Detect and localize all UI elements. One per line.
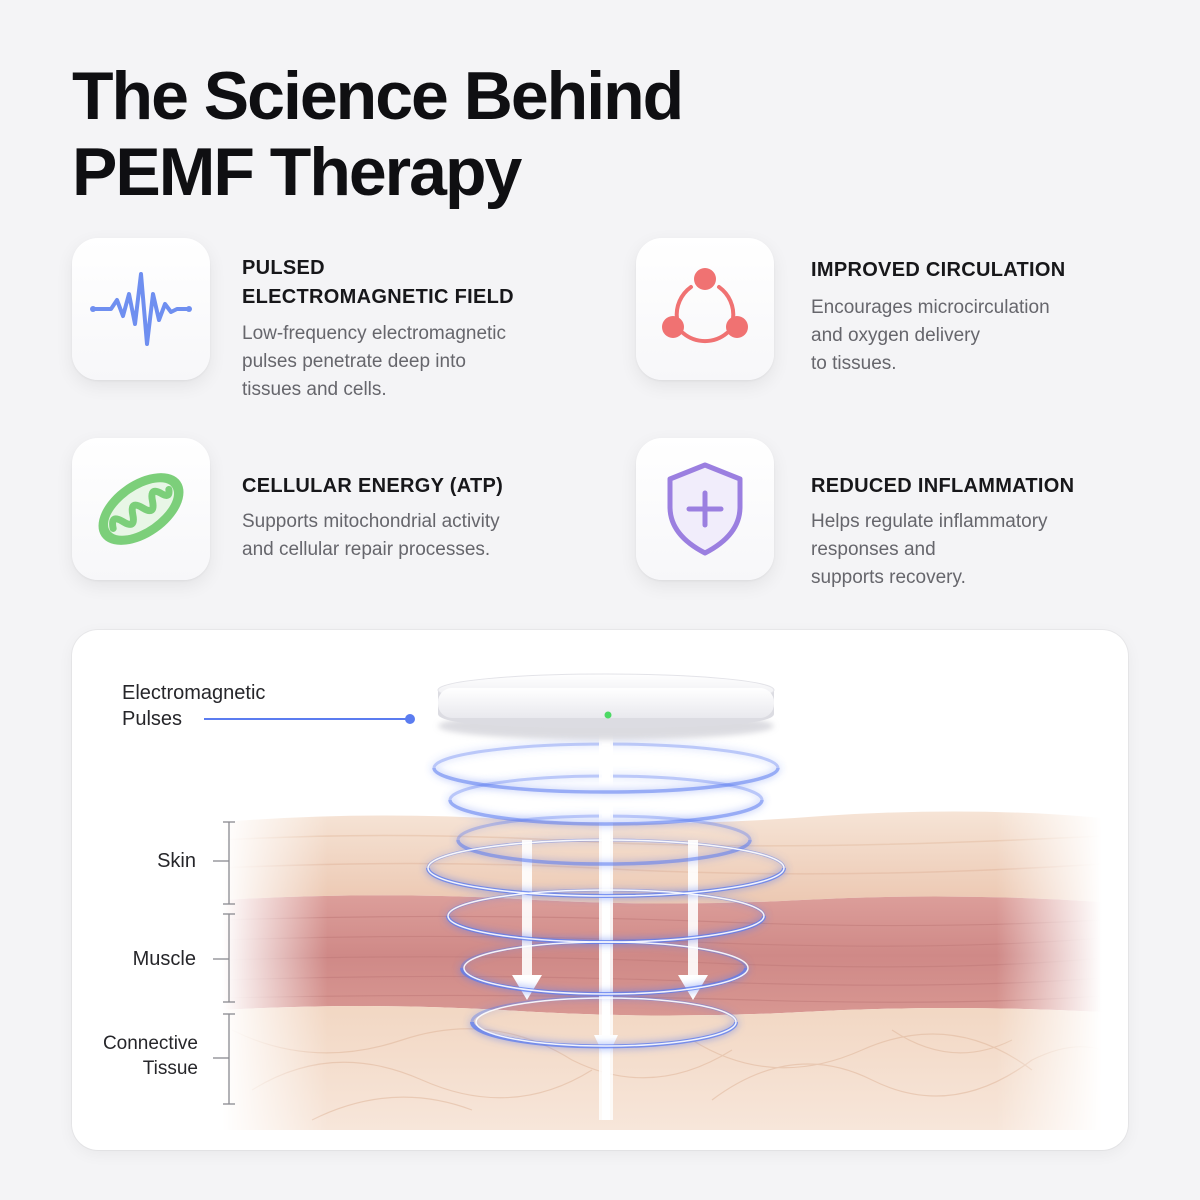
feature-icon-tile [636,438,774,580]
pulse-label-dot [405,714,415,724]
feature-icon-tile [636,238,774,380]
feature-title-line: IMPROVED CIRCULATION [811,259,1066,281]
feature-description-line: and oxygen delivery [811,325,980,346]
feature-description: Supports mitochondrial activity and cell… [242,508,572,564]
feature-icon-tile [72,438,210,580]
mitochondria-icon [98,473,184,545]
muscle-label: Muscle [72,946,196,972]
feature-title: CELLULAR ENERGY (ATP) [242,472,602,501]
feature-pulsed-field: PULSED ELECTROMAGNETIC FIELD Low-frequen… [72,238,592,408]
connective-tissue-layer [222,1006,1102,1130]
pulse-rings-highlight [427,839,785,1047]
skin-label-line: Skin [157,850,196,872]
feature-description: Encourages microcirculation and oxygen d… [811,294,1141,378]
feature-description: Helps regulate inflammatory responses an… [811,508,1141,592]
feature-icon-tile [72,238,210,380]
feature-title-line: PULSED [242,257,325,279]
page-title-line-2: PEMF Therapy [72,134,522,210]
connective-tissue-label: Connective Tissue [72,1031,198,1081]
feature-title-line: ELECTROMAGNETIC FIELD [242,286,514,308]
feature-description-line: Encourages microcirculation [811,297,1050,318]
shield-plus-icon [667,462,743,556]
layer-scale [213,821,235,1105]
feature-cellular-energy: CELLULAR ENERGY (ATP) Supports mitochond… [72,438,592,608]
skin-label: Skin [72,848,196,874]
connective-tissue-label-line: Tissue [142,1058,198,1079]
feature-description-line: pulses penetrate deep into [242,351,466,372]
pulse-label-line: Electromagnetic [122,682,266,704]
page-title: The Science Behind PEMF Therapy [72,58,684,210]
connective-tissue-label-line: Connective [102,1033,198,1054]
tissue-diagram-panel: Electromagnetic Pulses Skin Muscle Conne… [72,630,1128,1150]
waveform-icon [90,272,192,346]
pulse-label: Electromagnetic Pulses [122,680,265,732]
feature-title: REDUCED INFLAMMATION [811,472,1171,501]
feature-description: Low-frequency electromagnetic pulses pen… [242,320,572,404]
feature-description-line: to tissues. [811,353,897,374]
pulse-label-line: Pulses [122,708,183,730]
feature-description-line: and cellular repair processes. [242,539,491,560]
circulation-icon [662,268,748,344]
feature-reduced-inflammation: REDUCED INFLAMMATION Helps regulate infl… [636,438,1156,608]
muscle-label-line: Muscle [132,948,196,970]
feature-description-line: Supports mitochondrial activity [242,511,500,532]
page-title-line-1: The Science Behind [72,58,684,134]
feature-title: PULSED ELECTROMAGNETIC FIELD [242,254,602,312]
device-indicator-light [604,711,612,719]
skin-layer [222,811,1102,904]
feature-improved-circulation: IMPROVED CIRCULATION Encourages microcir… [636,238,1156,408]
feature-title-line: REDUCED INFLAMMATION [811,475,1075,497]
feature-description-line: responses and [811,539,936,560]
pemf-device [437,673,775,740]
tissue-layers [221,811,1103,1130]
feature-description-line: supports recovery. [811,567,966,588]
feature-title-line: CELLULAR ENERGY (ATP) [242,475,504,497]
feature-title: IMPROVED CIRCULATION [811,256,1171,285]
feature-description-line: tissues and cells. [242,379,387,400]
tissue-diagram [204,673,1103,1130]
feature-description-line: Low-frequency electromagnetic [242,323,507,344]
feature-description-line: Helps regulate inflammatory [811,511,1048,532]
